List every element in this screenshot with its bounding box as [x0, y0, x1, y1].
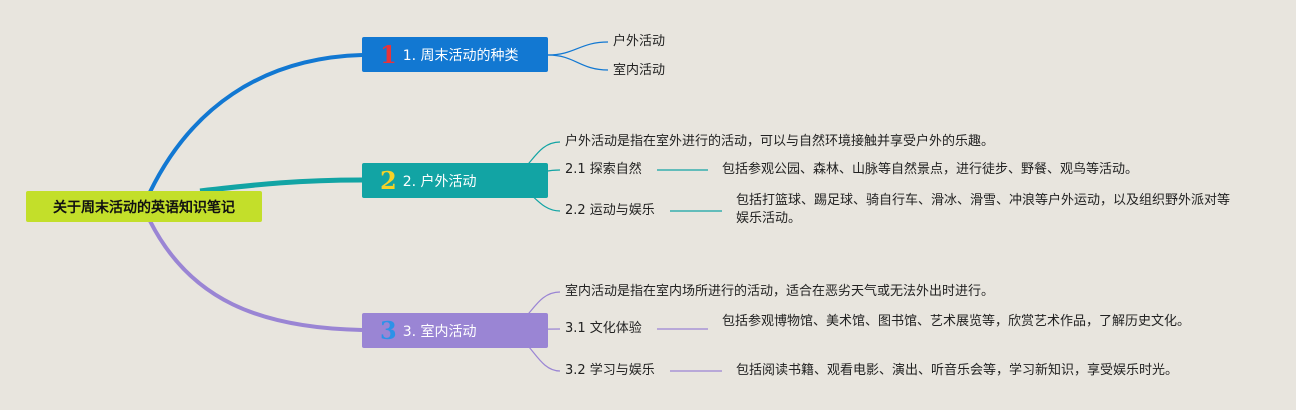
- branch-label: 3. 室内活动: [402, 323, 477, 340]
- connector-b1-child2: [547, 54, 609, 71]
- branch-number-badge: 3: [380, 315, 397, 345]
- branch-label: 1. 周末活动的种类: [402, 47, 519, 64]
- subtopic-cultural-experience[interactable]: 3.1 文化体验: [565, 321, 642, 336]
- connector-b1-child1: [547, 41, 609, 56]
- branch-number-badge: 2: [380, 165, 397, 195]
- leaf-outdoor[interactable]: 户外活动: [613, 34, 666, 49]
- branch-indoor-activities[interactable]: 3 3. 室内活动: [362, 313, 548, 348]
- branch-label: 2. 户外活动: [402, 173, 477, 190]
- subtopic-sports-entertainment[interactable]: 2.2 运动与娱乐: [565, 203, 655, 218]
- connector-root-branch2: [199, 177, 363, 194]
- indoor-intro[interactable]: 室内活动是指在室内场所进行的活动，适合在恶劣天气或无法外出时进行。: [565, 284, 995, 299]
- detail-explore-nature[interactable]: 包括参观公园、森林、山脉等自然景点，进行徒步、野餐、观鸟等活动。: [722, 162, 1139, 177]
- detail-sports-entertainment[interactable]: 包括打篮球、踢足球、骑自行车、滑冰、滑雪、冲浪等户外运动，以及组织野外派对等娱乐…: [736, 193, 1231, 226]
- subtopic-learning-entertainment[interactable]: 3.2 学习与娱乐: [565, 363, 655, 378]
- detail-learning-entertainment[interactable]: 包括阅读书籍、观看电影、演出、听音乐会等，学习新知识，享受娱乐时光。: [736, 363, 1179, 378]
- branch-weekend-activity-types[interactable]: 1 1. 周末活动的种类: [362, 37, 548, 72]
- root-topic[interactable]: 关于周末活动的英语知识笔记: [26, 191, 262, 222]
- root-topic-label: 关于周末活动的英语知识笔记: [53, 199, 235, 216]
- detail-cultural-experience[interactable]: 包括参观博物馆、美术馆、图书馆、艺术展览等，欣赏艺术作品，了解历史文化。: [722, 314, 1191, 329]
- connector-root-branch1: [148, 53, 363, 193]
- connector-root-branch3: [148, 220, 363, 332]
- leaf-indoor[interactable]: 室内活动: [613, 63, 666, 78]
- outdoor-intro[interactable]: 户外活动是指在室外进行的活动，可以与自然环境接触并享受户外的乐趣。: [565, 134, 995, 149]
- subtopic-explore-nature[interactable]: 2.1 探索自然: [565, 162, 642, 177]
- branch-outdoor-activities[interactable]: 2 2. 户外活动: [362, 163, 548, 198]
- branch-number-badge: 1: [380, 39, 397, 69]
